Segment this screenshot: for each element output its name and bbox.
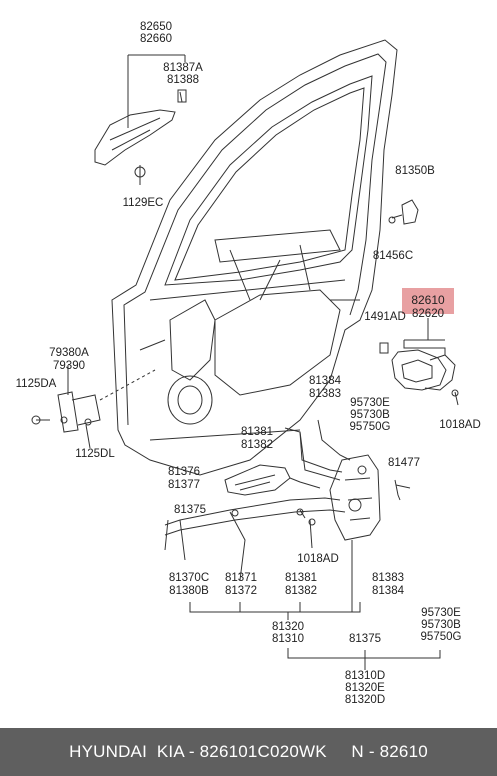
panel-cutout-small (169, 299, 216, 381)
panel-cutout-large (214, 289, 341, 396)
label-81371: 81371 (225, 572, 257, 584)
label-81382-bottom: 81382 (285, 585, 317, 597)
door-latch (329, 454, 381, 541)
label-81382: 81382 (241, 439, 273, 451)
label-81477: 81477 (388, 457, 420, 469)
diagram-drawing (31, 39, 459, 670)
label-81310d: 81310D (344, 670, 386, 682)
label-81381-bottom: 81381 (285, 572, 317, 584)
rod-81384 (317, 419, 351, 461)
parts-diagram: 82650 82660 81387A 81388 1129EC 81350B 8… (15, 21, 481, 706)
highlighted-part-box (402, 288, 454, 314)
footer-short-part-number: N - 82610 (351, 742, 428, 761)
inside-handle (391, 349, 447, 391)
label-82650: 82650 (140, 21, 172, 33)
label-95750g-bottom: 95750G (420, 631, 462, 643)
label-81350b: 81350B (395, 165, 435, 177)
label-82620: 82620 (412, 308, 444, 320)
label-1125da: 1125DA (15, 378, 57, 390)
label-81375-bottom: 81375 (349, 633, 381, 645)
door-frame-outer (111, 39, 398, 476)
label-81376: 81376 (168, 466, 200, 478)
speaker-hole (167, 375, 213, 425)
label-1125dl: 1125DL (75, 448, 115, 460)
label-95730b-bottom: 95730B (421, 619, 461, 631)
label-79380a: 79380A (49, 347, 89, 359)
inside-lock-actuator (224, 464, 291, 496)
door-frame-inner (123, 53, 387, 426)
window-opening (164, 75, 373, 286)
label-95750g: 95750G (349, 421, 391, 433)
label-95730e-bottom: 95730E (421, 607, 461, 619)
label-81387a: 81387A (163, 62, 203, 74)
label-79390: 79390 (53, 360, 85, 372)
label-81320e: 81320E (345, 682, 385, 694)
label-1018ad-mid: 1018AD (297, 553, 339, 565)
label-81320: 81320 (272, 621, 304, 633)
label-81375: 81375 (174, 504, 206, 516)
label-1491ad: 1491AD (364, 311, 406, 323)
label-81383: 81383 (309, 388, 341, 400)
rod-81381 (284, 427, 343, 473)
label-95730b: 95730B (350, 409, 390, 421)
cable-81371 (229, 511, 246, 581)
label-81456c: 81456C (372, 250, 414, 262)
label-81310: 81310 (272, 633, 304, 645)
label-81383-bottom: 81383 (372, 572, 404, 584)
label-82660: 82660 (140, 33, 172, 45)
label-81384: 81384 (309, 375, 341, 387)
label-82610: 82610 (411, 293, 445, 307)
label-1129ec: 1129EC (122, 197, 164, 209)
label-81372: 81372 (225, 585, 257, 597)
door-hinge (57, 391, 101, 433)
label-81370c: 81370C (168, 572, 210, 584)
label-81384-bottom: 81384 (372, 585, 404, 597)
footer-brand-part-number: HYUNDAI KIA - 826101C020WK (69, 742, 327, 761)
inside-handle-bezel (424, 354, 456, 391)
label-1018ad-right: 1018AD (439, 419, 481, 431)
label-81320d: 81320D (344, 694, 386, 706)
window-opening-inner (174, 87, 365, 281)
label-95730e: 95730E (350, 397, 390, 409)
cable-81370c (164, 497, 341, 526)
outside-handle (94, 109, 176, 166)
door-check (401, 199, 419, 225)
footer-bar: HYUNDAI KIA - 826101C020WK N - 82610 (0, 728, 497, 776)
label-81381: 81381 (241, 426, 273, 438)
label-81377: 81377 (168, 479, 200, 491)
label-81380b: 81380B (169, 585, 209, 597)
label-81388: 81388 (167, 74, 199, 86)
